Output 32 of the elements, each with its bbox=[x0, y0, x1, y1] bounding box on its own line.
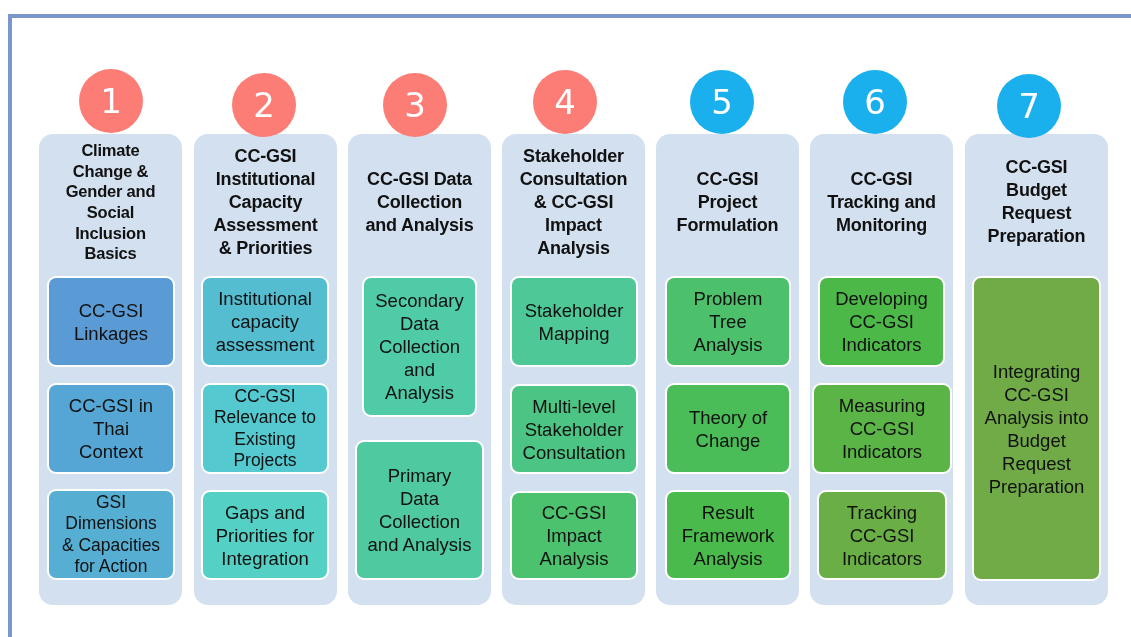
topic-box: CC-GSI Linkages bbox=[47, 276, 175, 367]
column-heading: CC-GSI Budget Request Preparation bbox=[986, 156, 1087, 248]
step-number-badge: 5 bbox=[690, 70, 754, 134]
topic-box: Developing CC-GSI Indicators bbox=[818, 276, 945, 367]
step-number-badge: 1 bbox=[79, 69, 143, 133]
topic-box: Stakeholder Mapping bbox=[510, 276, 638, 367]
topic-box: CC-GSI in Thai Context bbox=[47, 383, 175, 474]
column-heading: CC-GSI Tracking and Monitoring bbox=[826, 167, 937, 237]
step-number-badge: 3 bbox=[383, 73, 447, 137]
topic-box: Gaps and Priorities for Integration bbox=[201, 490, 329, 580]
topic-box: Primary Data Collection and Analysis bbox=[355, 440, 484, 580]
column-heading: CC-GSI Project Formulation bbox=[675, 167, 780, 237]
topic-box: CC-GSI Impact Analysis bbox=[510, 491, 638, 580]
step-number-badge: 4 bbox=[533, 70, 597, 134]
topic-box: Result Framework Analysis bbox=[665, 490, 791, 580]
topic-box: Institutional capacity assessment bbox=[201, 276, 329, 367]
topic-box: Secondary Data Collection and Analysis bbox=[362, 276, 477, 417]
topic-box: Integrating CC-GSI Analysis into Budget Request Preparation bbox=[972, 276, 1101, 581]
topic-box: Theory of Change bbox=[665, 383, 791, 474]
topic-box: CC-GSI Relevance to Existing Projects bbox=[201, 383, 329, 474]
topic-box: Tracking CC-GSI Indicators bbox=[817, 490, 947, 580]
step-number-badge: 2 bbox=[232, 73, 296, 137]
step-number-badge: 7 bbox=[997, 74, 1061, 138]
column-heading: Climate Change & Gender and Social Inclusion Basics bbox=[64, 140, 157, 264]
column-heading: CC-GSI Institutional Capacity Assessment & Priorities bbox=[212, 144, 319, 260]
column-heading: CC-GSI Data Collection and Analysis bbox=[364, 167, 475, 237]
topic-box: Problem Tree Analysis bbox=[665, 276, 791, 367]
step-number-badge: 6 bbox=[843, 70, 907, 134]
topic-box: Multi-level Stakeholder Consultation bbox=[510, 384, 638, 474]
topic-box: GSI Dimensions & Capacities for Action bbox=[47, 489, 175, 580]
topic-box: Measuring CC-GSI Indicators bbox=[812, 383, 952, 474]
column-heading: Stakeholder Consultation & CC-GSI Impact Analysis bbox=[518, 144, 629, 260]
